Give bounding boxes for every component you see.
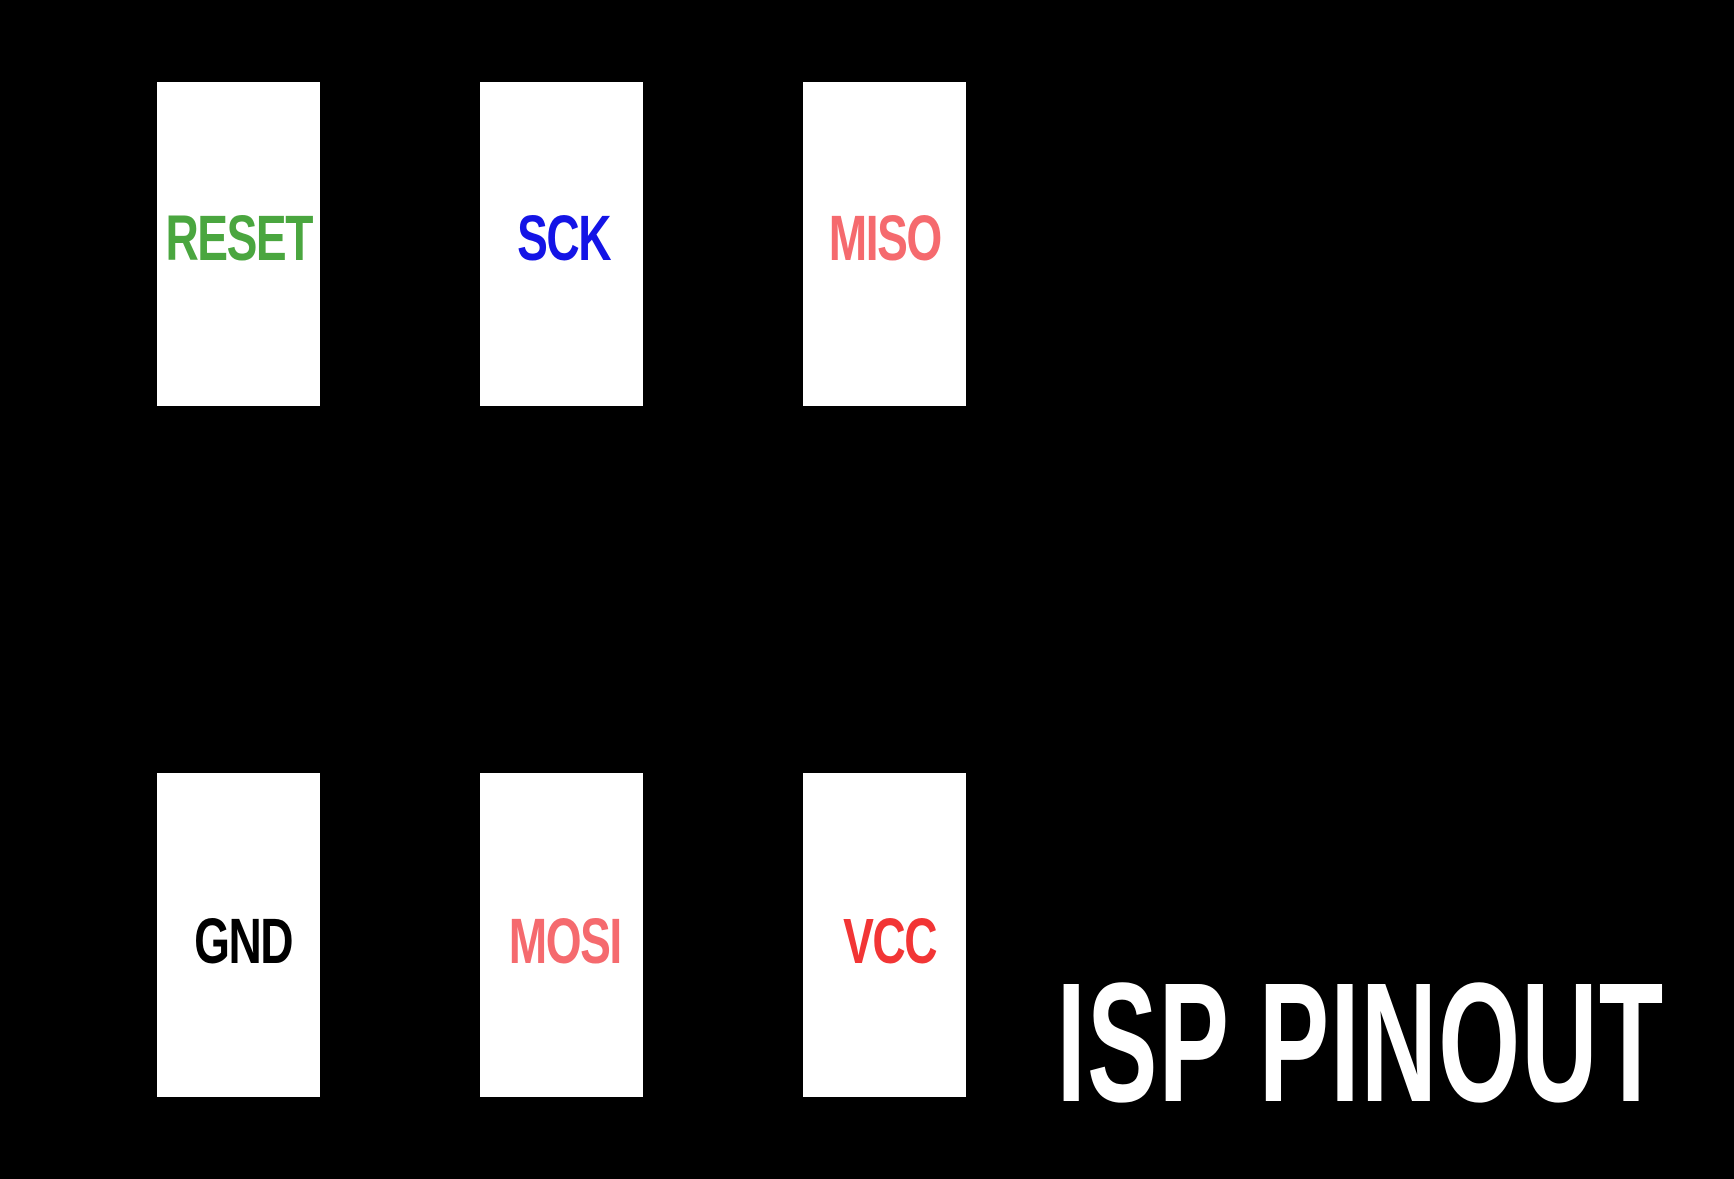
pin-vcc: VCC [803,773,966,1097]
pin-sck: SCK [480,82,643,406]
pin-gnd: GND [157,773,320,1097]
diagram-title: ISP PINOUT [1056,948,1664,1138]
pin-mosi: MOSI [480,773,643,1097]
pin-label-reset: RESET [165,202,313,274]
pin-label-vcc: VCC [843,905,937,977]
pin-miso: MISO [803,82,966,406]
pin-label-miso: MISO [828,202,941,274]
pin-label-sck: SCK [517,202,611,274]
pin-label-gnd: GND [194,905,294,977]
pin-label-mosi: MOSI [508,905,621,977]
pin-reset: RESET [157,82,320,406]
